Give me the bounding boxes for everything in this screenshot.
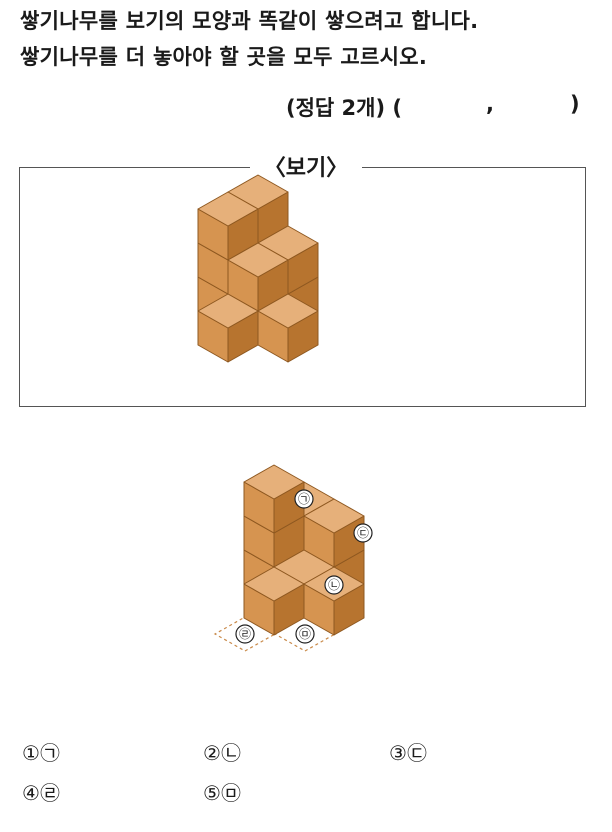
example-box xyxy=(19,167,586,407)
cube-left-face xyxy=(273,498,305,551)
label-nieun-circle xyxy=(324,575,344,595)
cube-left-face xyxy=(243,583,275,636)
label-mieum-circle xyxy=(295,624,315,644)
cube-left-face xyxy=(273,566,305,619)
cube-left-face xyxy=(243,515,275,568)
cube-right-face xyxy=(273,549,305,602)
cube-left-face xyxy=(243,549,275,602)
choice-4[interactable]: ④㉣ xyxy=(22,781,60,805)
label-mieum: ㉤ xyxy=(299,627,311,641)
cube-left-face xyxy=(303,583,335,636)
cube-left-face xyxy=(243,481,275,534)
cube-right-face xyxy=(303,498,335,551)
cube-top-face xyxy=(303,498,365,534)
example-title: 〈보기〉 xyxy=(0,150,612,182)
cube-left-face xyxy=(303,515,335,568)
cube-right-face xyxy=(273,481,305,534)
empty-spot-mieum xyxy=(273,616,337,652)
cube-right-face xyxy=(333,583,365,636)
cube-right-face xyxy=(333,549,365,602)
cube-top-face xyxy=(303,532,365,568)
cube-right-face xyxy=(273,583,305,636)
label-digeut: ㉢ xyxy=(357,526,369,540)
cube-top-face xyxy=(273,549,335,585)
cube-top-face xyxy=(243,566,305,602)
label-giyeok-circle xyxy=(294,489,314,509)
cube-right-face xyxy=(273,515,305,568)
cube-top-face xyxy=(243,464,305,500)
cube-right-face xyxy=(303,532,335,585)
choice-1[interactable]: ①㉠ xyxy=(22,741,60,765)
label-giyeok: ㉠ xyxy=(298,492,310,506)
cube-top-face xyxy=(273,515,335,551)
empty-spot-rieul xyxy=(213,616,277,652)
label-rieul-circle xyxy=(235,624,255,644)
cube-right-face xyxy=(333,515,365,568)
cube-top-face xyxy=(303,566,365,602)
question-line-1: 쌓기나무를 보기의 모양과 똑같이 쌓으려고 합니다. xyxy=(20,9,479,33)
answer-label: (정답 2개) ( xyxy=(286,96,402,120)
label-digeut-circle xyxy=(353,523,373,543)
cube-top-face xyxy=(273,481,335,517)
answer-close-paren: ) xyxy=(570,92,580,116)
answer-comma: , xyxy=(486,92,494,116)
question-line-2: 쌓기나무를 더 놓아야 할 곳을 모두 고르시오. xyxy=(20,45,428,69)
choice-3[interactable]: ③㉢ xyxy=(389,741,427,765)
answer-prompt: (정답 2개) ( , ) xyxy=(286,92,591,122)
choice-5[interactable]: ⑤㉤ xyxy=(203,781,241,805)
cube-left-face xyxy=(303,549,335,602)
label-rieul: ㉣ xyxy=(239,627,251,641)
cube-left-face xyxy=(273,532,305,585)
cube-top-face xyxy=(243,498,305,534)
cube-right-face xyxy=(303,566,335,619)
cube-top-face xyxy=(243,532,305,568)
choice-2[interactable]: ②㉡ xyxy=(203,741,241,765)
label-nieun: ㉡ xyxy=(328,578,340,592)
